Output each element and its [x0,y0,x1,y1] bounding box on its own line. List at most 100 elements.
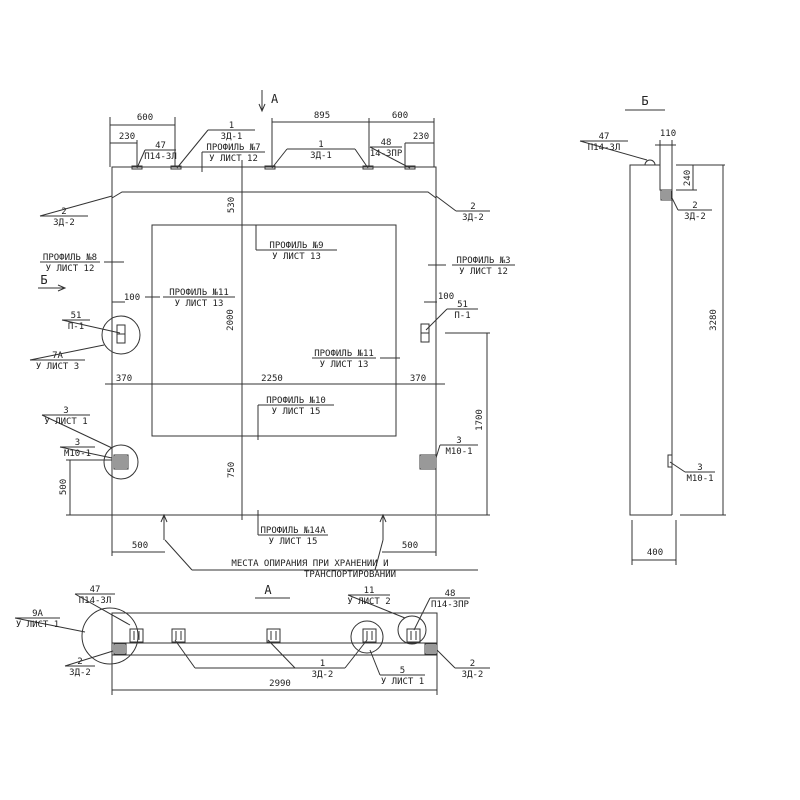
view-a-outline [111,612,438,656]
leader-line [413,597,431,631]
lifting-loop-plate [266,628,281,643]
dimension-label: 230 [119,132,135,142]
slab-top-line [111,191,437,199]
embedded-plate [667,454,673,468]
dimension-label: 2990 [269,679,291,689]
leader-line [39,195,113,217]
callout-11-reference: У ЛИСТ 2 [347,597,390,607]
lifting-loop-plate [129,628,144,643]
callout-profile11-left-number: ПРОФИЛЬ №11 [169,288,229,298]
dimension-label: 100 [124,293,140,303]
detail-circle [350,620,384,654]
callout-profile10-number: ПРОФИЛЬ №10 [266,396,326,406]
leader-line [435,444,441,459]
dimension-label: 600 [137,113,153,123]
dimension-label: 530 [227,197,237,213]
callout-zd2-left-number: 2 [77,657,82,667]
dimension-label: 370 [116,374,132,384]
callout-zd2-right-number: 2 [470,659,475,669]
leader-line [436,649,456,669]
callout-p51-right-reference: П-1 [454,311,470,321]
arrow-head [57,284,67,292]
embedded-plate [113,454,129,470]
callout-profile9-reference: У ЛИСТ 13 [272,252,321,262]
callout-node3-number: 3 [63,406,68,416]
embedded-plate [362,165,374,170]
support-note: ТРАНСПОРТИРОВАНИИ [304,570,396,580]
callout-p51-right-number: 51 [457,300,468,310]
callout-p51-left-reference: П-1 [68,322,84,332]
dimension-label: 2250 [261,374,283,384]
dimension-label: 100 [438,292,454,302]
callout-m10-number: 3 [697,463,702,473]
embedded-plate [170,165,182,170]
leader-line [374,539,384,571]
callout-7a-number: 7А [52,351,63,361]
support-note: МЕСТА ОПИРАНИЯ ПРИ ХРАНЕНИИ И [231,559,388,569]
dimension-label: 1700 [475,409,485,431]
embedded-plate [113,643,127,655]
callout-m10-right-reference: М10-1 [445,447,472,457]
callout-p48-number: 48 [445,589,456,599]
wall-panel-outline [111,166,437,516]
callout-5-reference: У ЛИСТ 1 [381,677,424,687]
callout-p47-number: 47 [599,132,610,142]
dimension-label: 370 [410,374,426,384]
dimension-label: 110 [660,129,676,139]
dimension-label: 500 [59,479,69,495]
leader-line [347,594,406,619]
detail-circle [103,444,139,480]
callout-zd1-number: 1 [229,121,234,131]
arrow-head [258,103,266,113]
leader-line [344,639,368,669]
callout-p48-number: 48 [381,138,392,148]
lifting-loop-plate [171,628,186,643]
callout-p48-reference: П14-3ПР [431,600,470,610]
callout-profile14a-reference: У ЛИСТ 15 [269,537,318,547]
callout-profile11-right-number: ПРОФИЛЬ №11 [314,349,374,359]
embedded-plate [264,165,276,170]
embedded-plate [131,165,143,170]
dimension-label: 2000 [226,309,236,331]
leader-line [61,319,121,334]
callout-p47-reference: П14-3Л [144,152,177,162]
leader-line [14,617,86,633]
callout-zd1-reference: ЗД-1 [221,132,243,142]
dimension-label: 500 [402,541,418,551]
callout-profile3-number: ПРОФИЛЬ №3 [456,256,510,266]
view-b-outline [629,164,673,516]
dimension-label: 400 [647,548,663,558]
callout-zd2-left-number: 2 [61,207,66,217]
embedded-plate [424,643,438,655]
leader-line [271,148,288,169]
detail-circle [397,615,427,645]
callout-m10-right-number: 3 [456,436,461,446]
leader-line [267,639,296,669]
detail-circle [81,607,139,665]
callout-p51-left-number: 51 [71,311,82,321]
leader-line [669,461,686,473]
callout-zd1-mid-number: 1 [318,140,323,150]
leader-line [369,649,381,676]
callout-p47-reference: П14-3Л [79,596,112,606]
embedded-plate [419,454,437,470]
dimension-label: 600 [392,111,408,121]
leader-line [164,539,193,571]
callout-9a-number: 9А [32,609,43,619]
dimension-label: 895 [314,111,330,121]
callout-zd1-reference: ЗД-2 [312,670,334,680]
callout-profile7-number: ПРОФИЛЬ №7 [206,143,260,153]
leader-line [176,129,209,169]
leader-line [74,593,131,626]
leader-line [174,639,196,669]
view-a-title: А [264,583,272,597]
lifting-hook [644,159,656,166]
callout-zd1-mid-reference: ЗД-1 [310,151,332,161]
leader-line [435,195,457,212]
callout-zd1-number: 1 [320,659,325,669]
callout-p47-reference: П14-3Л [588,143,621,153]
leader-line [59,446,113,459]
callout-node3-reference: У ЛИСТ 1 [44,417,87,427]
leader-line [29,344,105,361]
